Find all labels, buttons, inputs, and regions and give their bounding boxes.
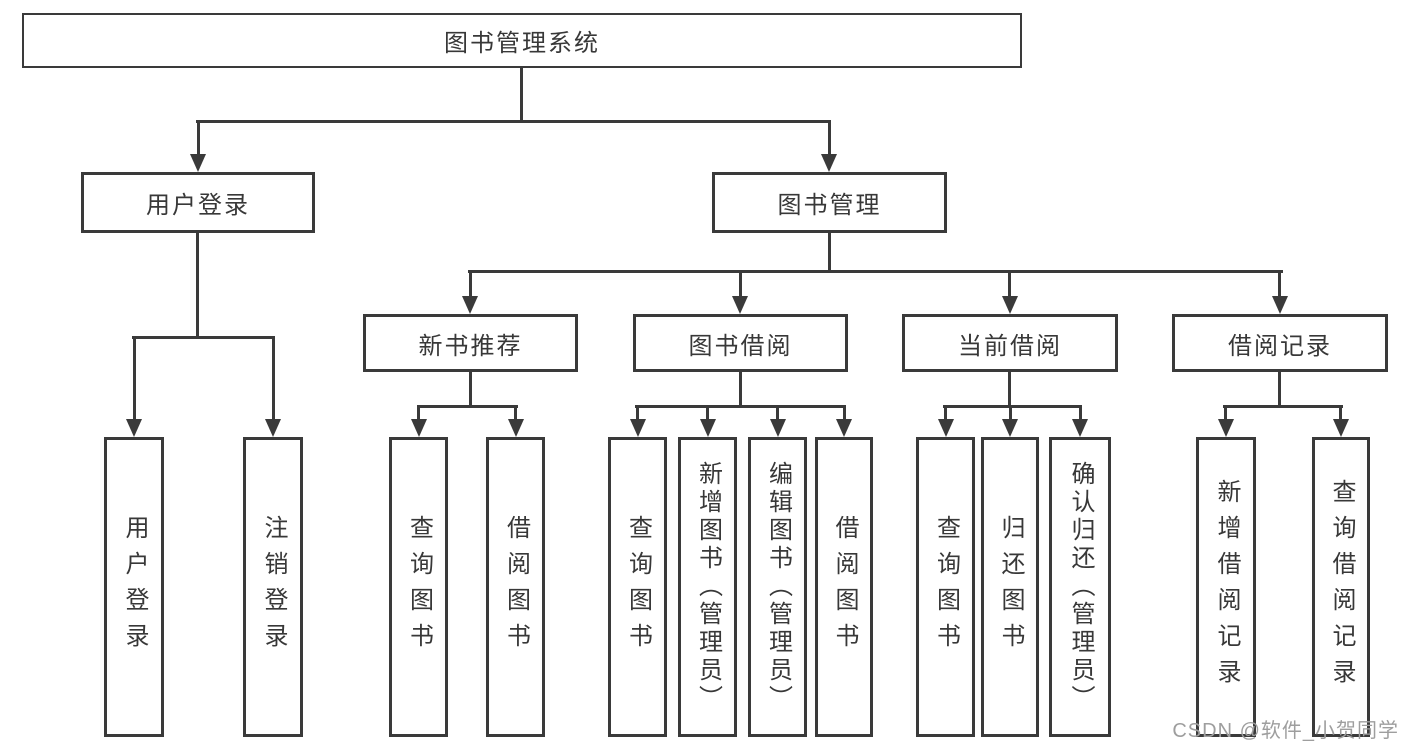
leaf-borrow-books-1-label: 借阅图书 [502, 515, 530, 659]
node-current-borrow: 当前借阅 [902, 314, 1118, 372]
leaf-add-borrow-record-label: 新增借阅记录 [1213, 479, 1240, 695]
arrow-to-confirm-return [1072, 419, 1088, 437]
connector-records-stem-2 [1339, 405, 1342, 421]
arrow-to-borrow-books-1 [508, 419, 524, 437]
leaf-add-book-admin-label: 新增图书（管理员） [694, 461, 722, 713]
node-current-borrow-label: 当前借阅 [958, 332, 1062, 360]
connector-borrow-stem-1 [636, 405, 639, 421]
connector-book-stem-2 [739, 270, 742, 298]
connector-borrow-stem-2 [706, 405, 709, 421]
leaf-borrow-books-2: 借阅图书 [815, 437, 873, 737]
connector-records-vline [1278, 372, 1281, 408]
arrow-to-current-borrow [1002, 296, 1018, 314]
arrow-to-return-book [1002, 419, 1018, 437]
connector-user-stem-1 [133, 336, 136, 421]
node-borrow-records-label: 借阅记录 [1228, 332, 1332, 360]
connector-user-stem-2 [272, 336, 275, 421]
leaf-return-book-label: 归还图书 [997, 515, 1024, 659]
connector-book-stem-4 [1278, 270, 1281, 298]
leaf-query-books-1-label: 查询图书 [405, 515, 433, 659]
leaf-borrow-books-1: 借阅图书 [486, 437, 545, 737]
node-book-management-label: 图书管理 [777, 192, 882, 219]
leaf-query-borrow-record-label: 查询借阅记录 [1328, 479, 1355, 695]
leaf-confirm-return-admin-label: 确认归还（管理员） [1067, 461, 1094, 713]
leaf-query-borrow-record: 查询借阅记录 [1312, 437, 1370, 737]
leaf-add-borrow-record: 新增借阅记录 [1196, 437, 1256, 737]
connector-root-book-stem [828, 120, 831, 156]
connector-current-vline [1008, 372, 1011, 408]
connector-records-hline [1223, 405, 1343, 408]
connector-current-stem-1 [944, 405, 947, 421]
node-user-login: 用户登录 [81, 172, 315, 233]
connector-recommend-hline [417, 405, 518, 408]
leaf-query-books-3-label: 查询图书 [932, 515, 960, 659]
connector-recommend-stem-2 [514, 405, 517, 421]
connector-book-stem-1 [469, 270, 472, 298]
connector-borrow-stem-4 [843, 405, 846, 421]
arrow-to-add-borrow-record [1218, 419, 1234, 437]
node-library-system: 图书管理系统 [22, 13, 1022, 68]
arrow-to-borrow-records [1272, 296, 1288, 314]
leaf-query-books-2: 查询图书 [608, 437, 667, 737]
connector-user-hline [132, 336, 275, 339]
node-library-system-label: 图书管理系统 [444, 30, 600, 57]
arrow-to-leaf-logout [265, 419, 281, 437]
connector-root-vline [520, 68, 523, 122]
leaf-edit-book-admin: 编辑图书（管理员） [748, 437, 807, 737]
node-new-book-recommend-label: 新书推荐 [418, 332, 523, 360]
node-borrow-records: 借阅记录 [1172, 314, 1388, 372]
arrow-to-user-login [190, 154, 206, 172]
arrow-to-query-books-2 [630, 419, 646, 437]
leaf-query-books-1: 查询图书 [389, 437, 448, 737]
leaf-user-login-label: 用户登录 [121, 515, 148, 659]
node-book-borrow-label: 图书借阅 [688, 332, 793, 360]
connector-root-hline [196, 120, 831, 123]
leaf-query-books-3: 查询图书 [916, 437, 975, 737]
leaf-user-login: 用户登录 [104, 437, 164, 737]
leaf-add-book-admin: 新增图书（管理员） [678, 437, 737, 737]
leaf-confirm-return-admin: 确认归还（管理员） [1049, 437, 1111, 737]
leaf-borrow-books-2-label: 借阅图书 [831, 515, 858, 659]
arrow-to-book-borrow [732, 296, 748, 314]
leaf-return-book: 归还图书 [981, 437, 1039, 737]
arrow-to-book-management [821, 154, 837, 172]
arrow-to-new-book-recommend [462, 296, 478, 314]
leaf-edit-book-admin-label: 编辑图书（管理员） [764, 461, 792, 713]
node-new-book-recommend: 新书推荐 [363, 314, 578, 372]
connector-current-hline [943, 405, 1082, 408]
arrow-to-query-books-3 [938, 419, 954, 437]
arrow-to-query-books-1 [411, 419, 427, 437]
arrow-to-query-borrow-record [1333, 419, 1349, 437]
arrow-to-leaf-user-login [126, 419, 142, 437]
connector-recommend-vline [469, 372, 472, 408]
leaf-logout: 注销登录 [243, 437, 303, 737]
connector-borrow-hline [635, 405, 846, 408]
connector-user-vline [196, 233, 199, 339]
arrow-to-edit-book [770, 419, 786, 437]
connector-book-vline [828, 233, 831, 273]
leaf-logout-label: 注销登录 [260, 515, 287, 659]
connector-borrow-stem-3 [776, 405, 779, 421]
connector-current-stem-2 [1009, 405, 1012, 421]
node-book-borrow: 图书借阅 [633, 314, 848, 372]
node-book-management: 图书管理 [712, 172, 947, 233]
connector-root-user-stem [197, 120, 200, 156]
leaf-query-books-2-label: 查询图书 [624, 515, 652, 659]
connector-borrow-vline [739, 372, 742, 408]
arrow-to-add-book [700, 419, 716, 437]
connector-current-stem-3 [1079, 405, 1082, 421]
arrow-to-borrow-books-2 [836, 419, 852, 437]
connector-recommend-stem-1 [417, 405, 420, 421]
node-user-login-label: 用户登录 [146, 192, 250, 219]
connector-book-hline [468, 270, 1283, 273]
csdn-watermark: CSDN @软件_小贺同学 [1172, 720, 1399, 742]
connector-book-stem-3 [1008, 270, 1011, 298]
connector-records-stem-1 [1224, 405, 1227, 421]
